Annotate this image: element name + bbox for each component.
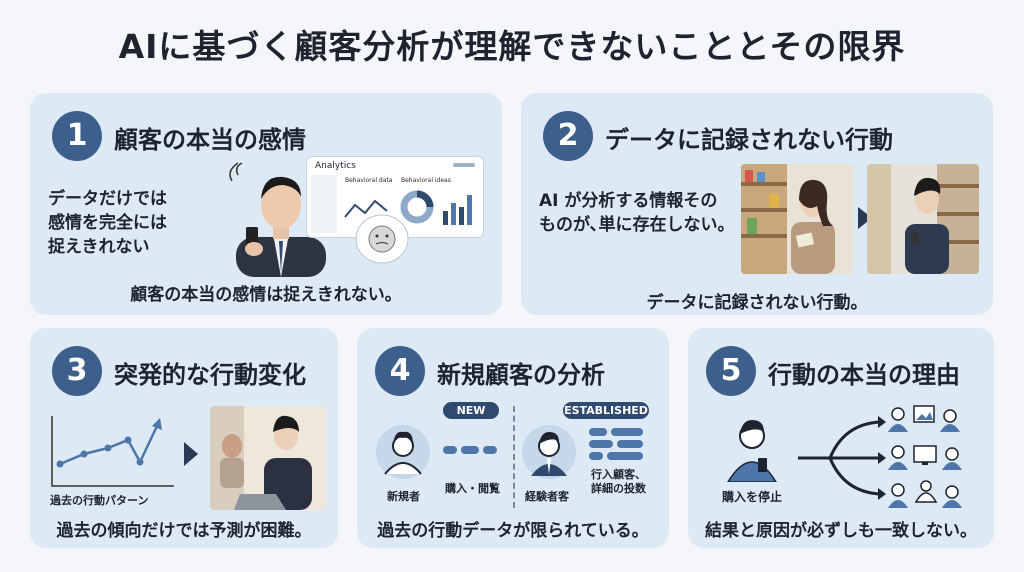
divider — [513, 406, 515, 508]
card-heading: 顧客の本当の感情 — [114, 126, 306, 154]
office-laptop-man-photo — [210, 406, 326, 510]
arrow-right-icon — [184, 442, 198, 466]
dashboard-donut-chart — [400, 190, 434, 224]
card-heading: データに記録されない行動 — [605, 126, 893, 154]
thought-bubble-face-icon — [355, 214, 409, 264]
chart-label: 過去の行動パターン — [50, 494, 149, 507]
browse-indicator — [461, 446, 479, 454]
established-customer-detail: 行入顧客、 — [591, 468, 646, 481]
card-heading: 新規顧客の分析 — [437, 361, 605, 389]
card-caption: 過去の行動データが限られている。 — [377, 521, 649, 541]
branching-arrows-icon — [798, 416, 886, 500]
card-caption: 過去の傾向だけでは予測が困難。 — [56, 521, 312, 541]
card-body-line: ものが､単に存在しない。 — [539, 215, 735, 235]
dashboard-sidebar — [311, 175, 337, 233]
card-body-line: 捉えきれない — [48, 237, 150, 257]
arrow-right-icon — [858, 207, 872, 229]
card-sudden-change: 3 突発的な行動変化 過去の行動パターン 過去の傾向だけでは予測が困難。 — [30, 328, 338, 548]
card-heading: 突発的な行動変化 — [114, 361, 306, 389]
established-customer-detail: 詳細の投数 — [591, 482, 646, 495]
stop-purchase-label: 購入を停止 — [722, 490, 783, 504]
window-controls — [453, 163, 475, 167]
new-customer-avatar-icon — [376, 425, 430, 479]
card-number: 1 — [52, 111, 102, 161]
store-shelf-woman-photo — [741, 164, 853, 274]
card-caption: 顧客の本当の感情は捉えきれない。 — [130, 285, 402, 305]
businessman-phone-illustration — [229, 162, 326, 277]
card-body-line: データだけでは — [48, 189, 167, 209]
card-number: 4 — [375, 346, 425, 396]
history-indicator — [589, 428, 607, 436]
dashboard-app-name: Analytics — [315, 161, 356, 171]
card-number: 5 — [706, 346, 756, 396]
history-indicator — [611, 428, 643, 436]
man-with-phone-icon — [727, 420, 777, 482]
history-indicator — [589, 440, 613, 448]
card-heading: 行動の本当の理由 — [768, 361, 960, 389]
history-indicator — [617, 440, 643, 448]
card-body-line: AI が分析する情報その — [539, 191, 718, 211]
browse-indicator — [483, 446, 497, 454]
history-indicator — [607, 452, 643, 460]
established-customer-avatar-icon — [522, 425, 576, 479]
card-true-reason: 5 行動の本当の理由 購入を停止 結果と原因が必ずしも一 — [688, 328, 994, 548]
history-indicator — [589, 452, 603, 460]
reason-option-icons — [888, 405, 962, 508]
new-tag: NEW — [443, 402, 499, 419]
card-number: 2 — [543, 111, 593, 161]
store-shelf-man-photo — [867, 164, 979, 274]
dashboard-bar-chart — [443, 195, 472, 225]
card-new-customer: 4 新規顧客の分析 NEW ESTABLISHED 新規者 購入・閲覧 経験者客… — [357, 328, 669, 548]
dashboard-panel-title: Behavioral ideas — [401, 177, 451, 184]
card-emotion: 1 顧客の本当の感情 データだけでは 感情を完全には 捉えきれない Analyt… — [30, 93, 502, 315]
behavior-line-chart — [51, 416, 174, 487]
card-number: 3 — [52, 346, 102, 396]
browse-indicator — [443, 446, 457, 454]
dashboard-line-chart — [344, 199, 388, 218]
established-customer-label: 経験者客 — [525, 490, 569, 503]
card-unrecorded: 2 データに記録されない行動 AI が分析する情報その ものが､単に存在しない。… — [521, 93, 993, 315]
new-customer-label: 新規者 — [387, 490, 420, 503]
established-tag: ESTABLISHED — [563, 402, 649, 419]
dashboard-panel-title: Behavioral data — [345, 177, 393, 184]
card-body-line: 感情を完全には — [48, 213, 167, 233]
card-caption: 結果と原因が必ずしも一致しない。 — [705, 521, 977, 541]
card-caption: データに記録されない行動。 — [646, 293, 868, 313]
page-title: AIに基づく顧客分析が理解できないこととその限界 — [118, 27, 906, 66]
new-customer-action: 購入・閲覧 — [445, 482, 500, 495]
